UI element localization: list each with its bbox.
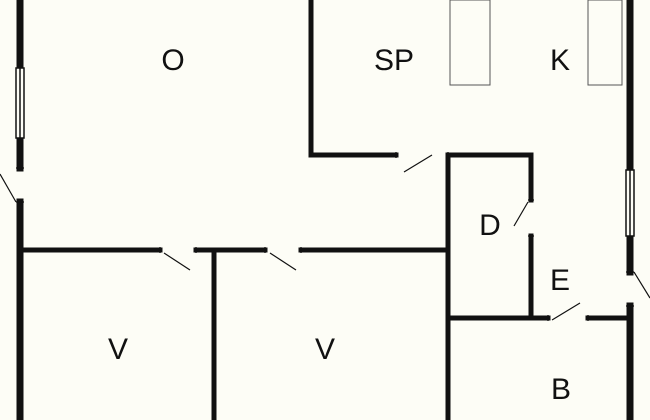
door-kitchen-leaf — [403, 154, 433, 173]
doors — [0, 152, 650, 321]
door-right-leaf — [633, 271, 650, 299]
room-label-o: O — [161, 44, 185, 77]
kitchen-cabinet — [587, 0, 623, 86]
room-label-b: B — [550, 373, 572, 406]
door-left-leaf — [0, 173, 17, 203]
outer-walls — [16, 0, 634, 420]
room-label-d: D — [479, 209, 501, 242]
windows — [15, 67, 635, 237]
room-label-v1: V — [107, 333, 129, 366]
kitchen-counter — [449, 0, 491, 86]
door-d-leaf — [513, 201, 529, 227]
interior-walls — [17, 0, 633, 420]
kitchen-fixtures — [449, 0, 623, 86]
room-label-e: E — [549, 264, 571, 297]
door-b-leaf — [551, 302, 581, 321]
door-v2-leaf — [269, 252, 297, 271]
room-label-k: K — [549, 44, 571, 77]
room-label-v2: V — [314, 333, 336, 366]
room-label-sp: SP — [373, 44, 415, 77]
door-v1-leaf — [163, 252, 191, 271]
